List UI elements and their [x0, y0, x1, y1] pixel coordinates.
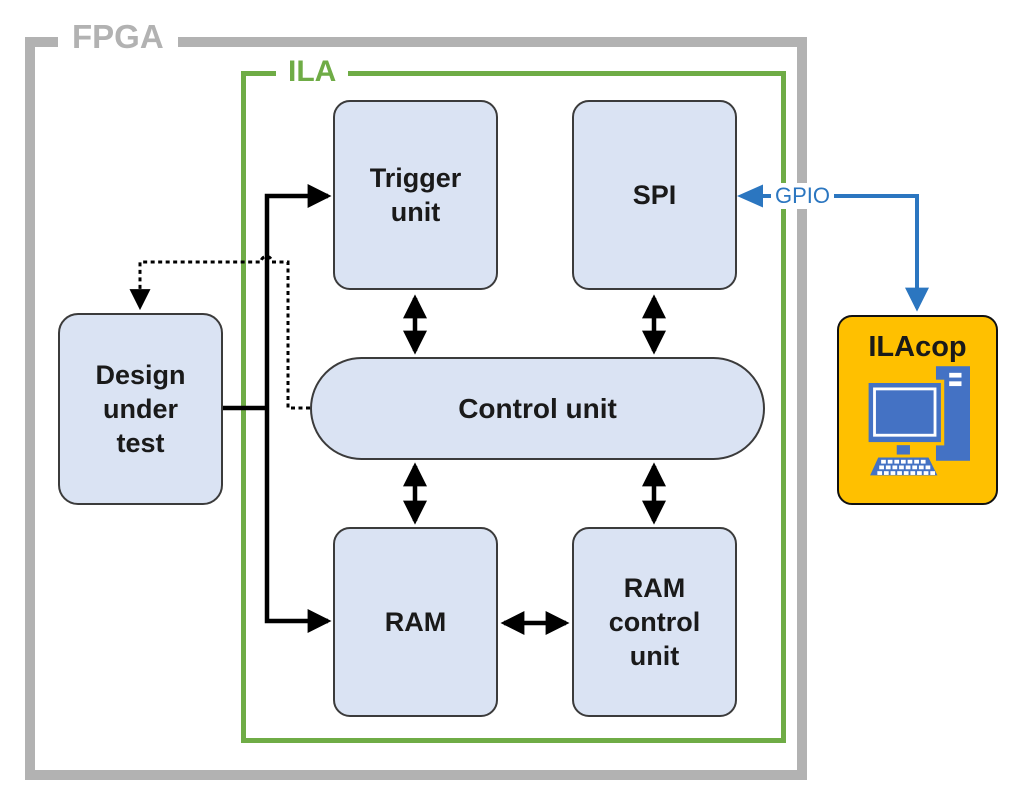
ilacop-host-block: ILAcop: [837, 315, 998, 505]
trigger-unit-label-line2: unit: [390, 197, 441, 227]
design-under-test-label-line1: Design: [95, 360, 186, 390]
control-unit-label: Control unit: [458, 392, 617, 424]
ram-block: RAM: [333, 527, 498, 717]
spi-label: SPI: [632, 180, 677, 210]
ilacop-label: ILAcop: [868, 331, 967, 363]
trigger-unit-label-line1: Trigger: [369, 163, 462, 193]
fpga-boundary-frame: [25, 37, 807, 780]
design-under-test-label-line3: test: [116, 428, 165, 458]
design-under-test-label-line2: under: [102, 394, 178, 424]
ram-control-unit-block: RAM control unit: [572, 527, 737, 717]
computer-icon: [865, 366, 970, 478]
design-under-test-block: Design under test: [58, 313, 223, 505]
spi-block: SPI: [572, 100, 737, 290]
ram-control-unit-label-line1: RAM: [623, 573, 686, 603]
ram-control-unit-label-line3: unit: [629, 641, 680, 671]
fpga-frame-label: FPGA: [58, 18, 178, 56]
ila-frame-label: ILA: [276, 55, 349, 88]
trigger-unit-block: Trigger unit: [333, 100, 498, 290]
control-unit-block: Control unit: [310, 357, 765, 460]
ram-label: RAM: [384, 607, 447, 637]
gpio-connector-label: GPIO: [771, 183, 835, 209]
ram-control-unit-label-line2: control: [608, 607, 701, 637]
